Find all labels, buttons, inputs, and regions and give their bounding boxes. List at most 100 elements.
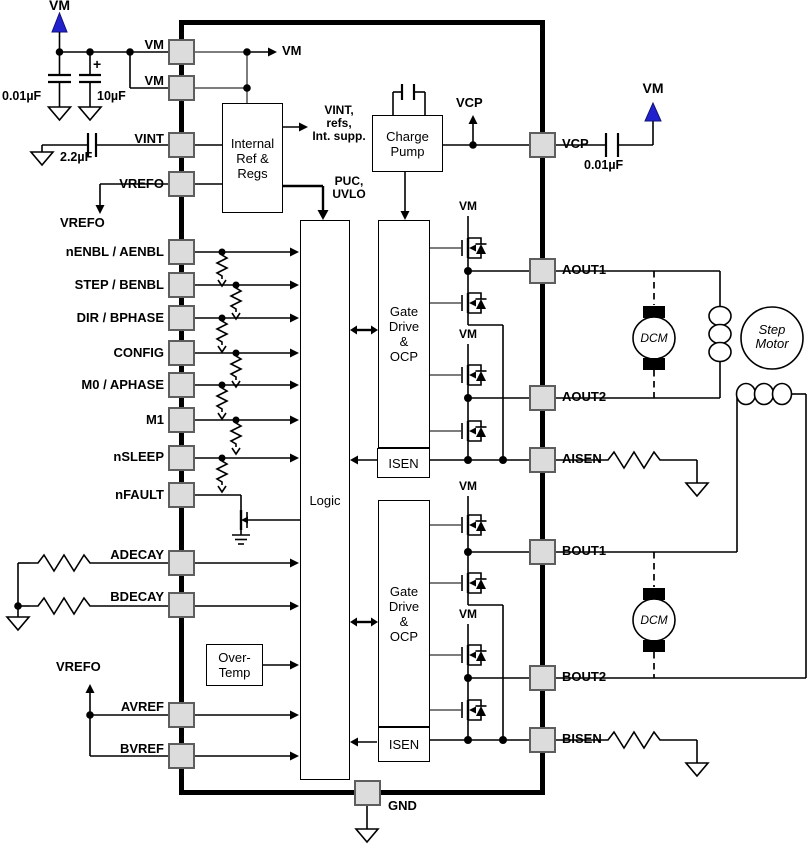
pulldown-resistor-icon [230,284,242,320]
ground-icon [685,482,709,497]
vrefo-net-label: VREFO [60,215,105,230]
pulldown-resistor-icon [216,317,228,353]
pin-label-m1: M1 [145,412,164,427]
pulldown-resistor-icon [216,384,228,420]
pin-label-step: STEP / BENBL [74,277,164,292]
polarized-capacitor-icon [79,52,101,107]
puc-uvlo-label: PUC, UVLO [332,174,366,201]
pin-aout2 [529,385,556,411]
block-isen-b: ISEN [378,727,430,762]
dc-motor-label: DCM [640,331,668,345]
pin-label-bisen: BISEN [562,731,602,746]
pin-adecay [168,550,195,576]
pin-label-vrefo: VREFO [119,176,164,191]
pin-label-bout1: BOUT1 [562,543,607,558]
vcp-cap-network [604,101,662,157]
pin-bisen [529,727,556,753]
cap-value-label: 10µF [97,89,126,103]
pin-label-m0: M0 / APHASE [81,377,164,392]
pin-label-adecay: ADECAY [110,547,164,562]
vm-supply-network [47,11,181,121]
pin-nenbl [168,239,195,265]
block-over-temp: Over- Temp [206,644,263,686]
nmos-icon [428,232,488,264]
internal-ref-outputs [283,122,329,220]
pin-config [168,340,195,366]
pin-label-avref: AVREF [120,699,164,714]
pin-label-config: CONFIG [113,345,164,360]
vm-net-label: VM [459,607,477,621]
vm-net-label: VM [282,43,302,58]
vm-net-label: VM [642,80,664,96]
pin-gnd [354,780,381,806]
pin-label-vm-2: VM [144,73,165,88]
resistor-icon [599,731,669,749]
nmos-icon [428,509,488,541]
pin-label-vm-1: VM [144,37,165,52]
dc-motor-icon [632,271,676,398]
vrefo-net-label: VREFO [56,659,101,674]
pin-vm-2 [168,75,195,101]
flying-capacitor-icon [392,84,426,115]
block-logic: Logic [300,220,350,780]
vm-net-label: VM [459,199,477,213]
pin-nfault [168,482,195,508]
pin-vint [168,132,195,158]
cap-polarity-label: + [93,56,102,72]
pin-label-nenbl: nENBL / AENBL [65,244,164,259]
pin-label-bvref: BVREF [119,741,164,756]
earth-ground-icon [232,534,250,545]
vint-refs-label: VINT, refs, Int. supp. [312,103,366,143]
cap-value-label: 2.2µF [60,150,93,164]
ground-icon [47,106,72,121]
block-gate-drive-a: Gate Drive & OCP [378,220,430,448]
pin-vcp [529,132,556,158]
vm-supply-arrow-icon [51,11,68,33]
block-charge-pump: Charge Pump [372,115,443,172]
nmos-icon [428,567,488,599]
pin-bout2 [529,665,556,691]
pin-label-vint: VINT [134,131,164,146]
pin-label-bdecay: BDECAY [110,589,164,604]
pin-aisen [529,447,556,473]
pin-vrefo [168,171,195,197]
h-bridge-b [428,496,806,744]
cap-value-label: 0.01µF [584,158,624,172]
nmos-icon [428,639,488,671]
pin-nsleep [168,445,195,471]
over-temp-wire [263,660,299,670]
nmos-icon [428,359,488,391]
nmos-icon [428,694,488,726]
pin-aout1 [529,258,556,284]
pin-label-gnd: GND [388,798,417,813]
pulldown-resistor-icon [216,251,228,287]
block-isen-a: ISEN [377,448,430,478]
vm-internal-rail [183,47,277,104]
vm-net-label: VM [459,479,477,493]
pin-m1 [168,407,195,433]
capacitor-icon [604,133,620,157]
pin-label-aisen: AISEN [562,451,602,466]
winding-a-icon [708,271,732,398]
pin-label-vcp: VCP [562,136,589,151]
pulldown-resistor-icon [216,457,228,493]
step-motor-label: Step Motor [755,322,789,351]
dc-motor-icon [632,552,676,678]
ground-icon [355,828,379,843]
pulldown-resistor-icon [230,352,242,388]
pin-label-aout2: AOUT2 [562,389,607,404]
pin-bvref [168,743,195,769]
ground-icon [6,616,30,631]
vref-network [85,684,299,761]
logic-gatedrive-arrows [350,325,378,747]
aisen-sense-resistor [599,451,709,497]
pin-dir [168,305,195,331]
pin-m0 [168,372,195,398]
block-internal-ref: Internal Ref & Regs [222,103,283,213]
pin-label-nsleep: nSLEEP [113,449,164,464]
cap-value-label: 0.01µF [2,89,42,103]
ground-icon [685,762,709,777]
h-bridge-a [428,216,720,464]
capacitor-icon [48,52,71,107]
pin-bdecay [168,592,195,618]
